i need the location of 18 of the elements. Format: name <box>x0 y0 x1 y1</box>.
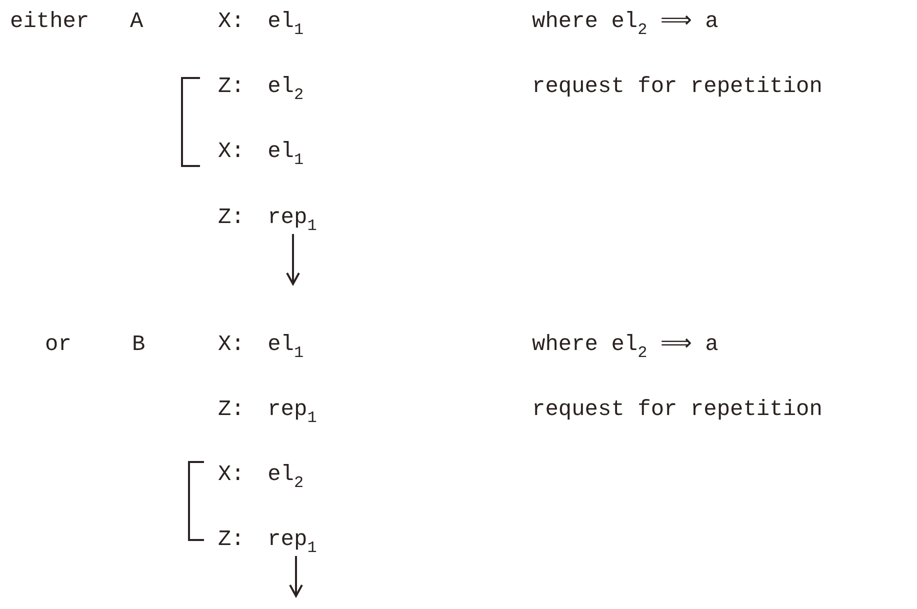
case-letter: B <box>132 331 146 359</box>
message-line: X: el$_{1}$ <box>218 331 304 359</box>
note: request for repetition <box>532 73 822 101</box>
message-line: X: el$_{1}$ <box>218 8 304 36</box>
message-line: Z: rep$_{1}$ <box>218 204 317 232</box>
case-letter: A <box>130 8 144 36</box>
keyword: either <box>10 8 90 36</box>
message-line: Z: el$_{2}$ <box>218 73 304 101</box>
arrow <box>286 234 300 285</box>
keyword: or <box>45 331 72 359</box>
message-line: X: el$_{2}$ <box>218 461 304 489</box>
condition-note: where el$_{2}$ ⟹ a <box>532 331 718 359</box>
condition-note: where el$_{2}$ ⟹ a <box>532 8 718 36</box>
message-line: X: el$_{1}$ <box>218 138 304 166</box>
arrow <box>289 556 303 597</box>
message-line: Z: rep$_{1}$ <box>218 396 317 424</box>
message-line: Z: rep$_{1}$ <box>218 526 317 554</box>
note: request for repetition <box>532 396 822 424</box>
